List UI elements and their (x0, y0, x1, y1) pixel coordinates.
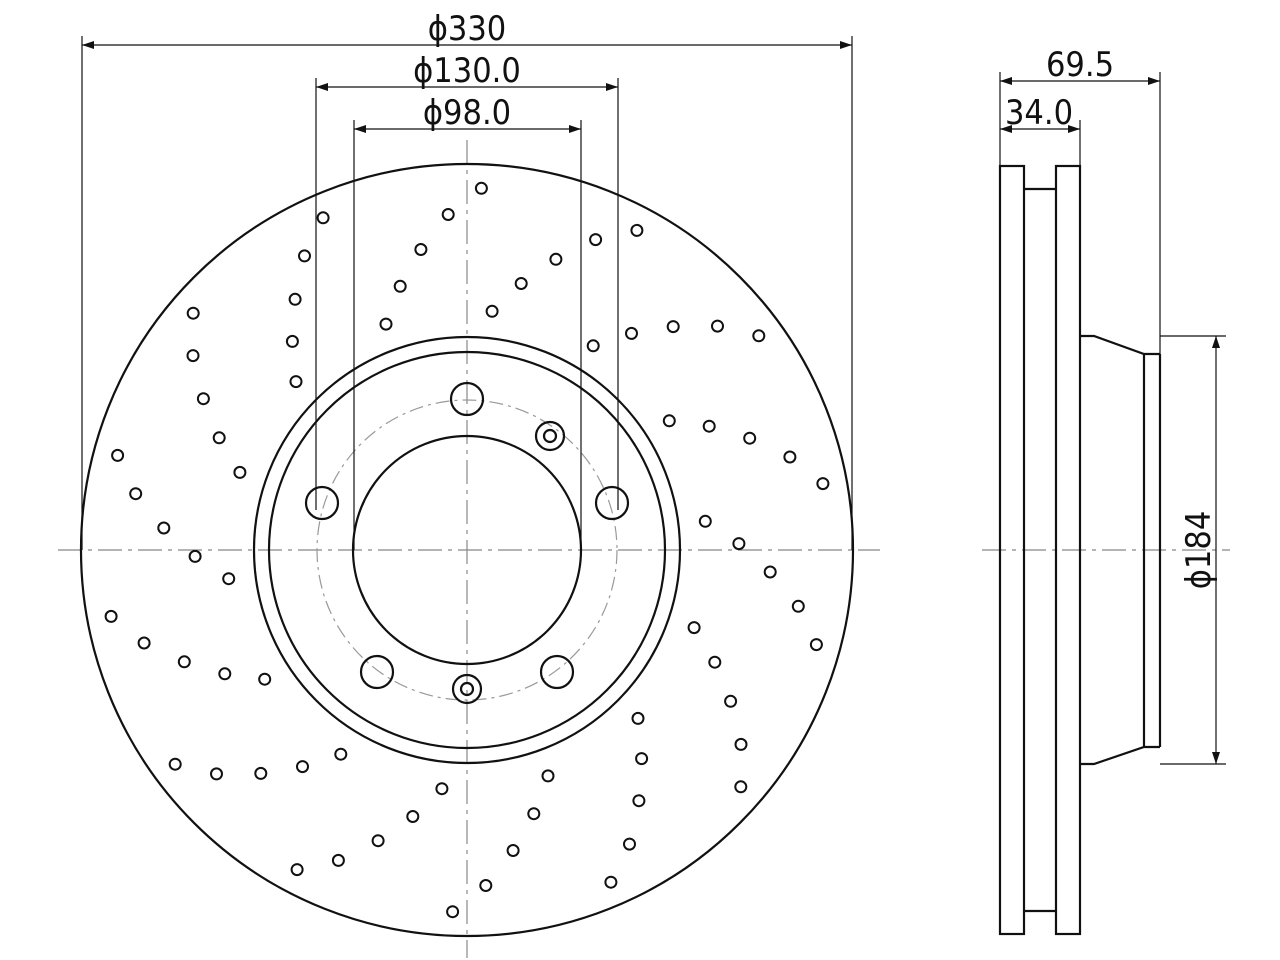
front-view (58, 140, 880, 958)
drill-hole (111, 448, 125, 462)
drill-hole (734, 780, 748, 794)
side-view-dimensions (999, 72, 1226, 765)
locating-screw-hole-inner (542, 428, 558, 444)
outer-diameter-label: ϕ330 (428, 9, 507, 49)
drill-hole (186, 349, 200, 363)
drill-hole (586, 339, 600, 353)
bolt-hole (359, 654, 395, 690)
side-view (982, 164, 1230, 936)
drill-hole (752, 329, 766, 343)
drill-hole (698, 514, 712, 528)
drill-hole (632, 794, 646, 808)
drill-hole (177, 655, 191, 669)
drill-hole (157, 521, 171, 535)
hat-outer-ring (252, 335, 682, 765)
drill-hole (188, 549, 202, 563)
drill-hole (541, 769, 555, 783)
drill-hole (635, 752, 649, 766)
bolt-circle (316, 399, 618, 701)
drill-hole (527, 807, 541, 821)
drill-hole (129, 487, 143, 501)
drill-hole (816, 477, 830, 491)
friction-plate-left (998, 164, 1026, 936)
bolt-circle-diameter-label: ϕ130.0 (413, 51, 521, 91)
drill-hole (137, 636, 151, 650)
drill-hole (724, 694, 738, 708)
drill-hole (196, 392, 210, 406)
drill-hole (233, 465, 247, 479)
drill-hole (186, 306, 200, 320)
drill-hole (393, 279, 407, 293)
hat-profile-bottom (1080, 745, 1160, 766)
drill-hole (485, 304, 499, 318)
drill-hole (549, 252, 563, 266)
drill-hole (743, 431, 757, 445)
drill-hole (783, 450, 797, 464)
cross-drilled-holes (104, 181, 830, 919)
drill-hole (623, 837, 636, 851)
drill-hole (474, 181, 488, 195)
drill-hole (604, 875, 618, 889)
hat-profile-top (1080, 334, 1160, 356)
disc-outer-edge (79, 162, 855, 938)
overall-height-label: 69.5 (1046, 45, 1114, 85)
drill-hole (711, 319, 724, 333)
drill-hole (791, 599, 805, 613)
drill-hole (258, 672, 272, 686)
friction-plate-right (1054, 164, 1082, 936)
bolt-hole (594, 485, 630, 521)
drill-hole (514, 277, 528, 290)
bolt-hole (304, 485, 340, 521)
bolt-hole (449, 381, 485, 417)
drill-hole (625, 326, 638, 340)
center-bore-diameter-label: ϕ98.0 (423, 93, 511, 133)
drill-hole (702, 419, 716, 433)
drill-hole (289, 375, 303, 389)
disc-thickness-label: 34.0 (1005, 93, 1073, 133)
drill-hole (210, 767, 223, 781)
drill-hole (666, 320, 680, 334)
drill-hole (506, 844, 520, 857)
locating-screw-hole-inner (459, 681, 475, 697)
drill-hole (296, 760, 309, 774)
hat-inner-ring (267, 350, 667, 750)
drill-hole (290, 863, 304, 877)
drill-hole (687, 621, 701, 635)
locating-screw-hole (534, 420, 566, 452)
drill-hole (479, 879, 493, 892)
drill-hole (446, 905, 460, 919)
drill-hole (708, 655, 722, 669)
drill-hole (809, 638, 823, 652)
front-view-dimensions (81, 36, 853, 550)
drill-hole (298, 249, 311, 263)
drill-hole (285, 334, 299, 348)
drill-hole (732, 537, 746, 551)
drill-hole (631, 711, 645, 725)
drill-hole (630, 223, 644, 237)
drill-hole (288, 292, 302, 306)
drill-hole (331, 853, 345, 867)
drill-hole (763, 565, 777, 579)
hat-diameter-label: ϕ184 (1179, 511, 1219, 590)
drill-hole (662, 414, 676, 428)
drill-hole (371, 834, 385, 848)
drill-hole (379, 317, 393, 331)
locating-screw-hole (451, 673, 483, 705)
drill-hole (734, 737, 748, 751)
drill-hole (168, 757, 182, 771)
drill-hole (334, 747, 348, 761)
drill-hole (435, 782, 449, 796)
bolt-hole (539, 654, 575, 690)
drill-hole (589, 233, 603, 247)
drill-hole (104, 609, 118, 623)
drill-hole (218, 667, 232, 681)
drill-hole (212, 431, 226, 445)
drill-hole (254, 766, 268, 780)
drill-hole (222, 572, 236, 586)
drill-hole (406, 810, 420, 823)
drill-hole (316, 211, 330, 225)
drill-hole (414, 243, 428, 256)
drill-hole (441, 208, 455, 221)
